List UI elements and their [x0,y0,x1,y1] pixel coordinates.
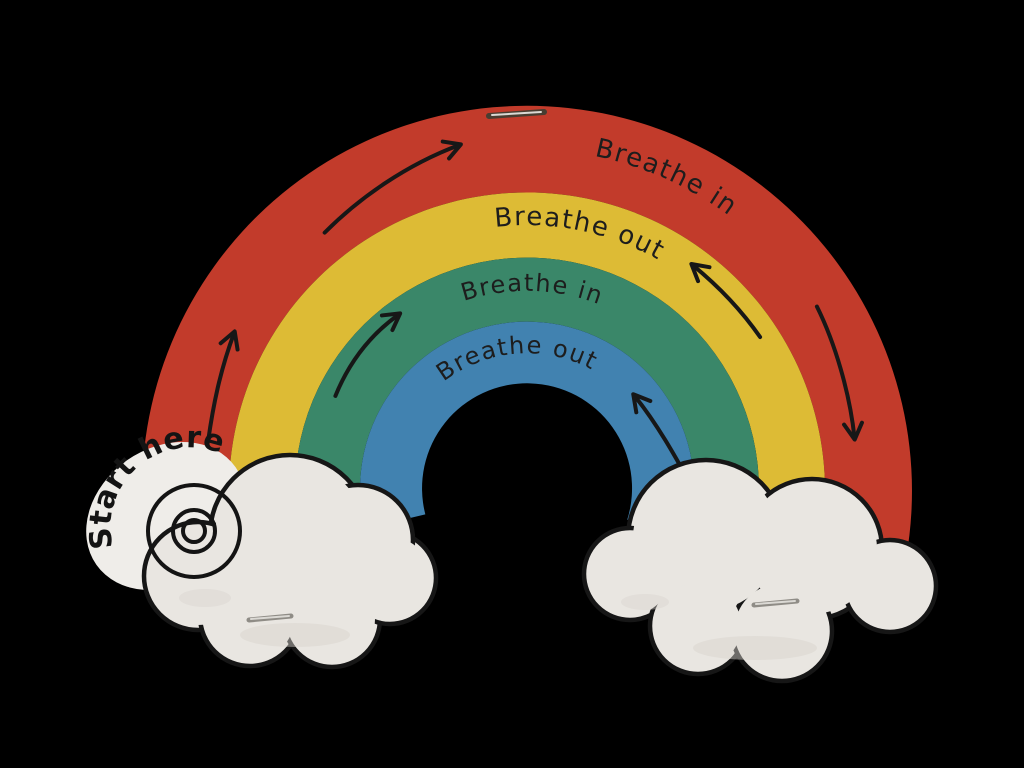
wheel-inner-ring [181,518,207,544]
cloud-puff-fill [205,571,295,661]
staple-top-icon [486,109,547,119]
arrow-yellow-return-icon [689,261,763,340]
arrow-red-ascend-icon [206,329,240,443]
arrow-red-top-icon [322,139,463,235]
staple-right-cloud-icon [751,598,800,608]
cloud-puff-fill [655,583,741,669]
rainbow-band-yellow [228,192,825,575]
cloud-puff-fill [308,490,408,590]
rainbow-band-blue [360,321,694,538]
wheel-outer-circle [146,483,242,579]
cloud-puff-fill [589,533,671,615]
cloud-puff-fill [849,545,931,627]
left-cloud [141,452,439,670]
wheel-middle-ring [171,508,217,554]
arrow-green-ascend-icon [333,311,403,398]
cloud-shading [179,589,231,607]
staples [246,109,800,623]
cloud-puff-fill [747,484,877,614]
cloud-shading [621,594,669,610]
staple-left-cloud-icon [246,613,294,623]
arrow-red-descend-icon [814,304,864,442]
cloud-puff-fill [737,586,827,676]
rainbow-band-green [295,257,759,556]
cloud-shading [240,623,350,647]
right-cloud [581,457,939,684]
rainbow-band-red [142,105,912,600]
cloud-shading [693,636,817,660]
cloud-puff-fill [289,576,375,662]
finger-tracing-wheel-icon [146,483,242,579]
